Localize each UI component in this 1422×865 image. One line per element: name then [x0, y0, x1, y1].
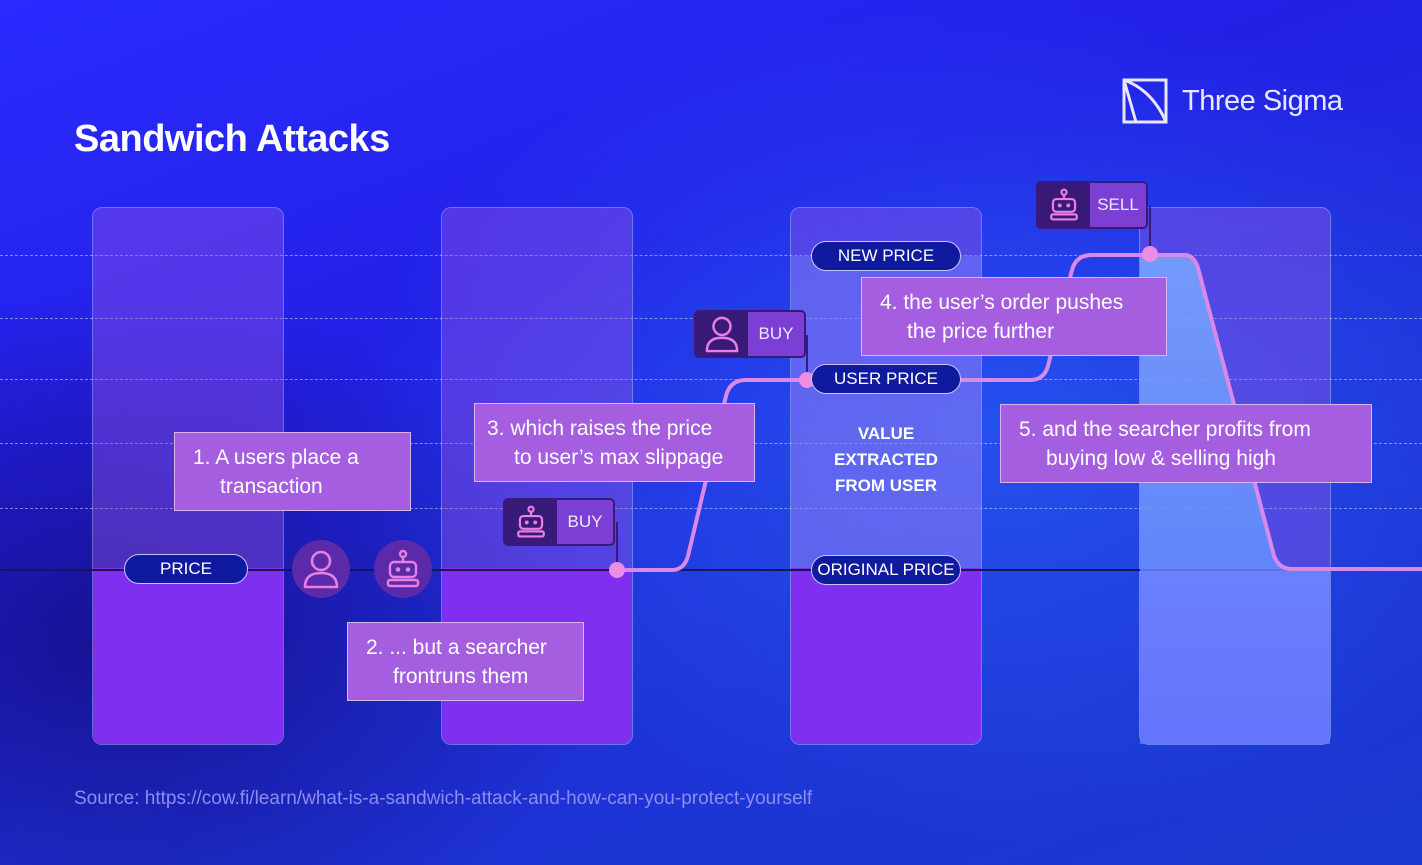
original-price-label: ORIGINAL PRICE	[811, 555, 961, 585]
grid-line-user-price	[0, 379, 1422, 380]
user-avatar	[292, 540, 350, 598]
robot-icon	[386, 549, 420, 588]
user-icon	[705, 316, 739, 353]
callout-line: the price further	[907, 320, 1055, 343]
callout-line: 3. which raises the price	[487, 417, 713, 440]
sell-label: SELL	[1090, 183, 1146, 227]
step-4-callout: 4. the user’s order pushes the price fur…	[861, 277, 1167, 356]
point-sell	[1142, 246, 1158, 262]
value-extracted-line: VALUE	[857, 424, 915, 443]
callout-line: 1. A users place a	[193, 446, 359, 469]
column-lower-area	[791, 568, 981, 744]
grid-line	[0, 508, 1422, 509]
callout-line: 5. and the searcher profits from	[1019, 418, 1311, 441]
column-lower-area	[93, 568, 283, 744]
callout-line: to user’s max slippage	[514, 446, 724, 469]
brand: Three Sigma	[1122, 78, 1343, 124]
sell-profit-area	[1140, 255, 1330, 744]
page-title: Sandwich Attacks	[74, 118, 390, 160]
user-icon	[303, 550, 339, 589]
original-price-line	[0, 569, 1422, 571]
step-5-callout: 5. and the searcher profits from buying …	[1000, 404, 1372, 483]
step-2-callout: 2. ... but a searcher frontruns them	[347, 622, 584, 701]
new-price-label: NEW PRICE	[811, 241, 961, 271]
source-link[interactable]: Source: https://cow.fi/learn/what-is-a-s…	[74, 788, 813, 809]
price-label: PRICE	[124, 554, 248, 584]
brand-name: Three Sigma	[1182, 84, 1343, 117]
user-buy-tag: BUY	[694, 310, 806, 358]
searcher-buy-tag: BUY	[503, 498, 615, 546]
searcher-sell-tag: SELL	[1036, 181, 1148, 229]
robot-icon	[1050, 188, 1078, 221]
grid-line-new-price	[0, 255, 1422, 256]
three-sigma-logo-icon	[1122, 78, 1168, 124]
searcher-avatar	[374, 540, 432, 598]
phase-column-1	[92, 207, 284, 745]
robot-icon	[517, 505, 545, 538]
value-extracted-line: EXTRACTED	[834, 450, 938, 469]
callout-line: 4. the user’s order pushes	[880, 291, 1124, 314]
value-extracted-text: VALUE EXTRACTED FROM USER	[790, 421, 982, 499]
value-extracted-line: FROM USER	[835, 476, 937, 495]
callout-line: frontruns them	[393, 665, 529, 688]
step-3-callout: 3. which raises the price to user’s max …	[474, 403, 755, 482]
callout-line: 2. ... but a searcher	[366, 636, 547, 659]
point-frontrun	[609, 562, 625, 578]
buy-label: BUY	[748, 312, 804, 356]
step-1-callout: 1. A users place a transaction	[174, 432, 411, 511]
callout-line: buying low & selling high	[1046, 447, 1276, 470]
buy-label: BUY	[557, 500, 613, 544]
user-price-label: USER PRICE	[811, 364, 961, 394]
callout-line: transaction	[220, 475, 323, 498]
